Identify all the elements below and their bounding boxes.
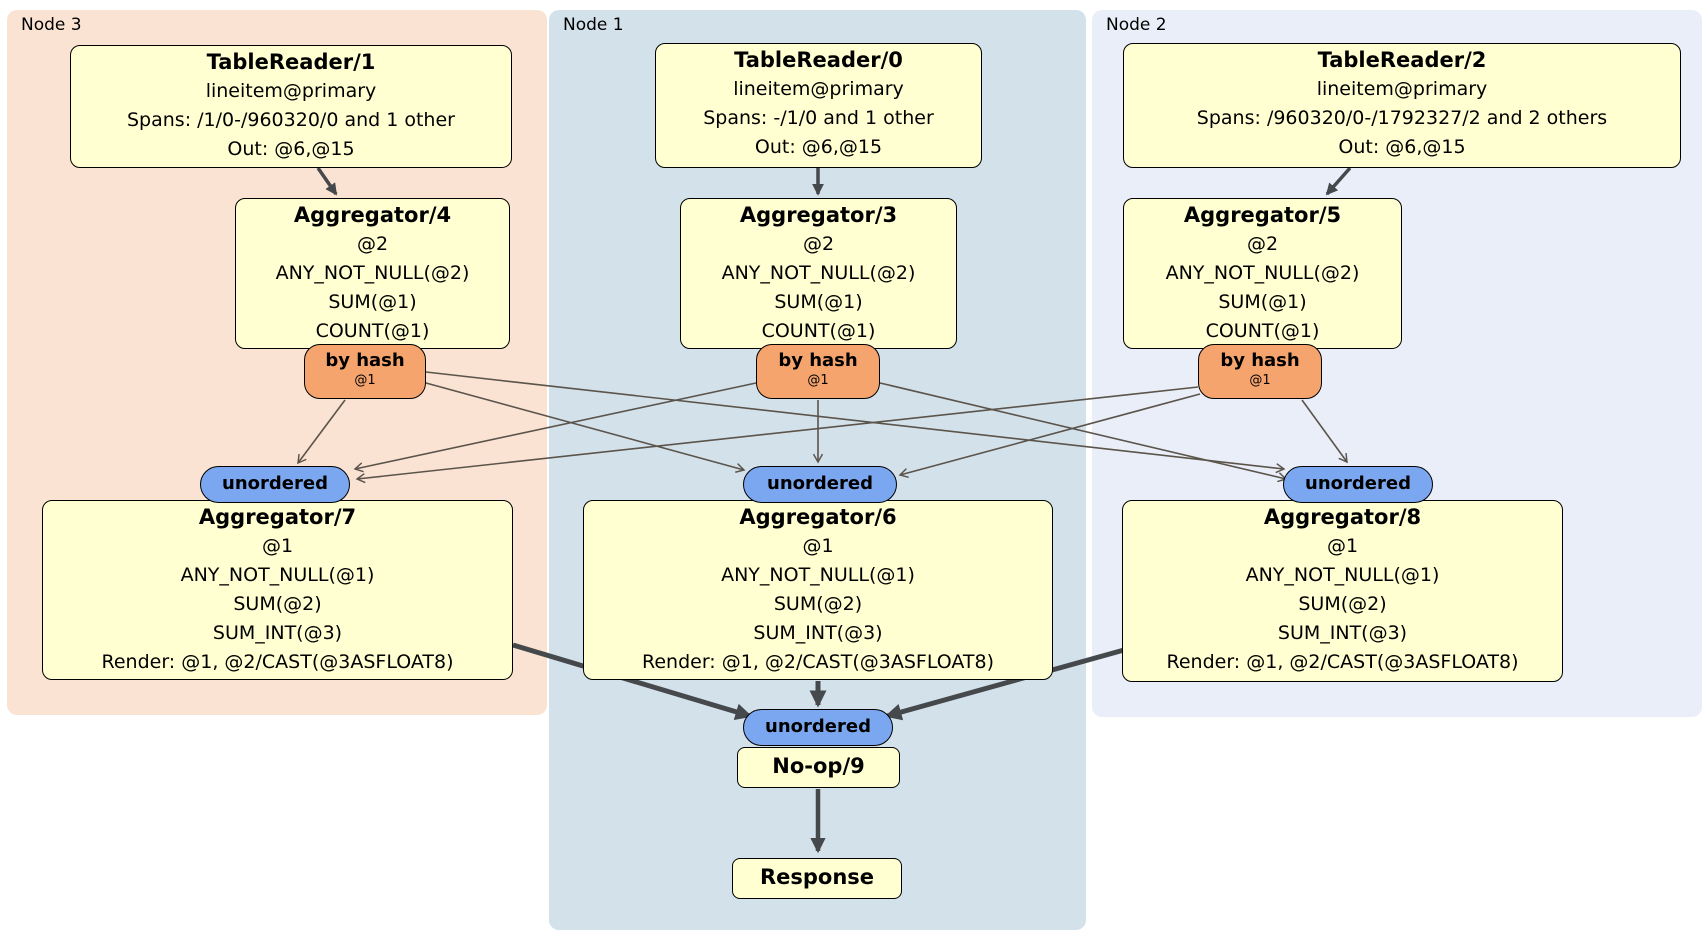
sync-unordered-final: unordered — [743, 709, 893, 746]
processor-detail-line: @2 — [356, 233, 389, 255]
processor-box-noop-9: No-op/9 — [737, 747, 900, 788]
processor-detail-line: Spans: /960320/0-/1792327/2 and 2 others — [1196, 107, 1608, 129]
processor-title: Response — [759, 865, 875, 889]
processor-detail-line: ANY_NOT_NULL(@1) — [180, 564, 375, 586]
processor-detail-line: @2 — [802, 233, 835, 255]
processor-detail-line: Spans: /1/0-/960320/0 and 1 other — [127, 109, 455, 131]
processor-detail-line: SUM(@1) — [328, 291, 417, 313]
router-by-hash-node3: by hash @1 — [304, 344, 426, 399]
processor-title: Aggregator/7 — [198, 505, 357, 529]
router-label: by hash — [1220, 350, 1300, 371]
processor-title: TableReader/0 — [734, 48, 903, 72]
response-box: Response — [732, 858, 902, 899]
processor-detail-line: ANY_NOT_NULL(@1) — [721, 564, 915, 586]
processor-detail-line: Out: @6,@15 — [227, 138, 355, 160]
sync-unordered-node3: unordered — [200, 466, 350, 503]
processor-title: Aggregator/6 — [739, 505, 897, 529]
processor-detail-line: SUM(@2) — [233, 593, 322, 615]
processor-detail-line: SUM_INT(@3) — [212, 622, 343, 644]
processor-detail-line: @1 — [261, 535, 294, 557]
processor-detail-line: ANY_NOT_NULL(@2) — [721, 262, 916, 284]
processor-detail-line: SUM(@1) — [774, 291, 863, 313]
processor-detail-line: Render: @1, @2/CAST(@3ASFLOAT8) — [1166, 651, 1519, 673]
router-by-hash-node2: by hash @1 — [1198, 344, 1322, 399]
processor-detail-line: COUNT(@1) — [761, 320, 876, 342]
router-by-hash-node1: by hash @1 — [756, 344, 880, 399]
processor-title: TableReader/1 — [206, 50, 376, 74]
processor-detail-line: SUM(@2) — [1298, 593, 1387, 615]
processor-detail-line: Spans: -/1/0 and 1 other — [703, 107, 934, 129]
processor-detail-line: Render: @1, @2/CAST(@3ASFLOAT8) — [101, 651, 454, 673]
processor-detail-line: ANY_NOT_NULL(@2) — [1165, 262, 1360, 284]
processor-detail-line: SUM(@2) — [773, 593, 863, 615]
router-label: by hash — [778, 350, 858, 371]
processor-detail-line: ANY_NOT_NULL(@2) — [275, 262, 470, 284]
processor-detail-line: Render: @1, @2/CAST(@3ASFLOAT8) — [642, 651, 994, 673]
processor-detail-line: ANY_NOT_NULL(@1) — [1245, 564, 1440, 586]
processor-title: Aggregator/5 — [1183, 203, 1342, 227]
router-label: by hash — [325, 350, 405, 371]
panel-label-node3: Node 3 — [21, 15, 82, 35]
processor-detail-line: lineitem@primary — [733, 78, 904, 100]
sync-unordered-node2: unordered — [1283, 466, 1433, 503]
processor-title: Aggregator/8 — [1263, 505, 1422, 529]
processor-title: TableReader/2 — [1317, 48, 1487, 72]
processor-detail-line: lineitem@primary — [205, 80, 377, 102]
panel-label-node2: Node 2 — [1106, 15, 1167, 35]
router-hash-key: @1 — [354, 373, 376, 388]
processor-detail-line: SUM_INT(@3) — [753, 622, 883, 644]
processor-detail-line: Out: @6,@15 — [754, 136, 883, 158]
panel-label-node1: Node 1 — [563, 15, 624, 35]
processor-detail-line: lineitem@primary — [1316, 78, 1488, 100]
processor-title: Aggregator/4 — [293, 203, 452, 227]
processor-detail-line: SUM_INT(@3) — [1277, 622, 1408, 644]
processor-detail-line: Out: @6,@15 — [1338, 136, 1466, 158]
router-hash-key: @1 — [807, 373, 829, 388]
sync-unordered-node1: unordered — [743, 466, 897, 503]
processor-detail-line: @1 — [1326, 535, 1359, 557]
processor-detail-line: @2 — [1246, 233, 1279, 255]
processor-detail-line: COUNT(@1) — [315, 320, 430, 342]
processor-detail-line: COUNT(@1) — [1205, 320, 1320, 342]
router-hash-key: @1 — [1249, 373, 1271, 388]
processor-title: Aggregator/3 — [739, 203, 898, 227]
processor-detail-line: SUM(@1) — [1218, 291, 1307, 313]
processor-detail-line: @1 — [802, 535, 834, 557]
processor-title: No-op/9 — [772, 754, 865, 778]
